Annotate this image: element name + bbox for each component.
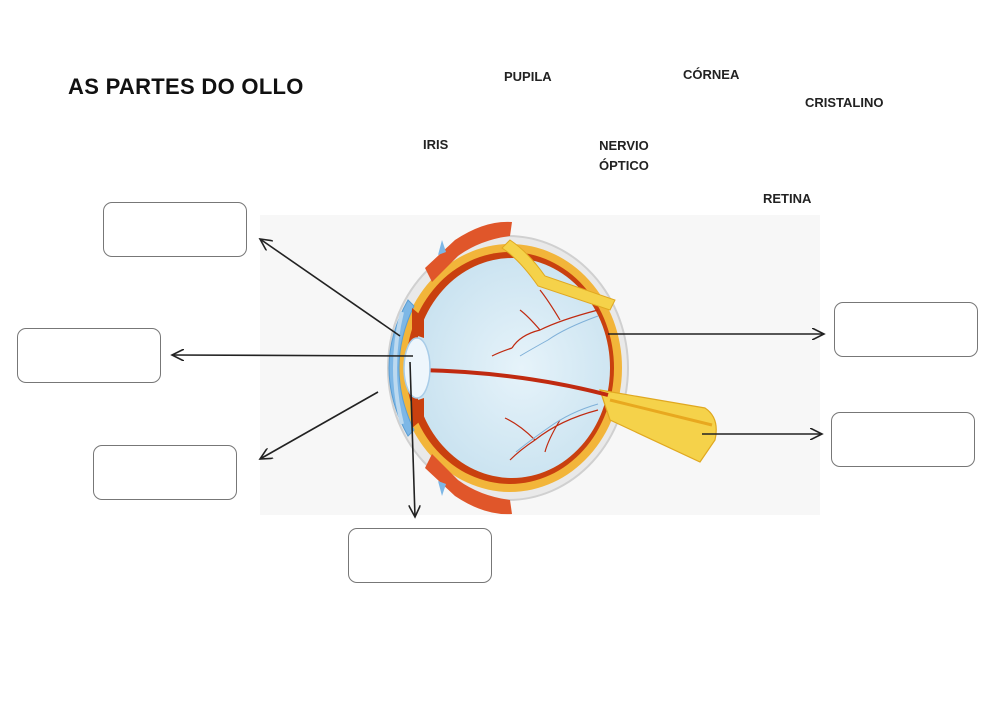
drop-box-6[interactable] bbox=[831, 412, 975, 467]
drop-box-2[interactable] bbox=[17, 328, 161, 383]
arrow-bottom bbox=[410, 361, 415, 517]
arrow-lower-left bbox=[260, 391, 379, 459]
arrow-middle-left bbox=[172, 355, 414, 356]
retinal-veins bbox=[515, 315, 599, 453]
word-nervio-line2: ÓPTICO bbox=[599, 158, 649, 173]
aqueous-humor bbox=[393, 311, 404, 425]
lower-muscle bbox=[425, 454, 512, 515]
word-retina[interactable]: RETINA bbox=[763, 191, 812, 206]
word-cornea[interactable]: CÓRNEA bbox=[683, 67, 740, 82]
lower-tear-gland bbox=[438, 481, 446, 496]
upper-muscle bbox=[425, 221, 512, 282]
drop-box-5[interactable] bbox=[834, 302, 978, 357]
word-nervio-optico[interactable]: NERVIO ÓPTICO bbox=[599, 136, 649, 176]
iris-lower bbox=[412, 398, 424, 428]
drop-box-4[interactable] bbox=[348, 528, 492, 583]
optic-nerve bbox=[599, 389, 717, 463]
optic-nerve-core bbox=[609, 398, 713, 427]
retinal-vessels bbox=[491, 289, 599, 461]
word-cristalino[interactable]: CRISTALINO bbox=[805, 95, 884, 110]
arrow-upper-left bbox=[260, 239, 401, 337]
drop-box-1[interactable] bbox=[103, 202, 247, 257]
drop-box-3[interactable] bbox=[93, 445, 237, 500]
lens bbox=[403, 337, 431, 399]
upper-nerve-band bbox=[501, 239, 616, 311]
upper-tear-gland bbox=[438, 240, 446, 255]
word-iris[interactable]: IRIS bbox=[423, 137, 449, 152]
page-title: AS PARTES DO OLLO bbox=[68, 74, 304, 99]
cornea bbox=[388, 299, 415, 437]
pointer-arrows bbox=[172, 239, 824, 517]
iris-upper bbox=[412, 308, 424, 338]
word-nervio-line1: NERVIO bbox=[599, 138, 649, 153]
eyeball bbox=[387, 235, 629, 501]
central-vessel bbox=[419, 368, 609, 397]
word-pupila[interactable]: PUPILA bbox=[504, 69, 552, 84]
